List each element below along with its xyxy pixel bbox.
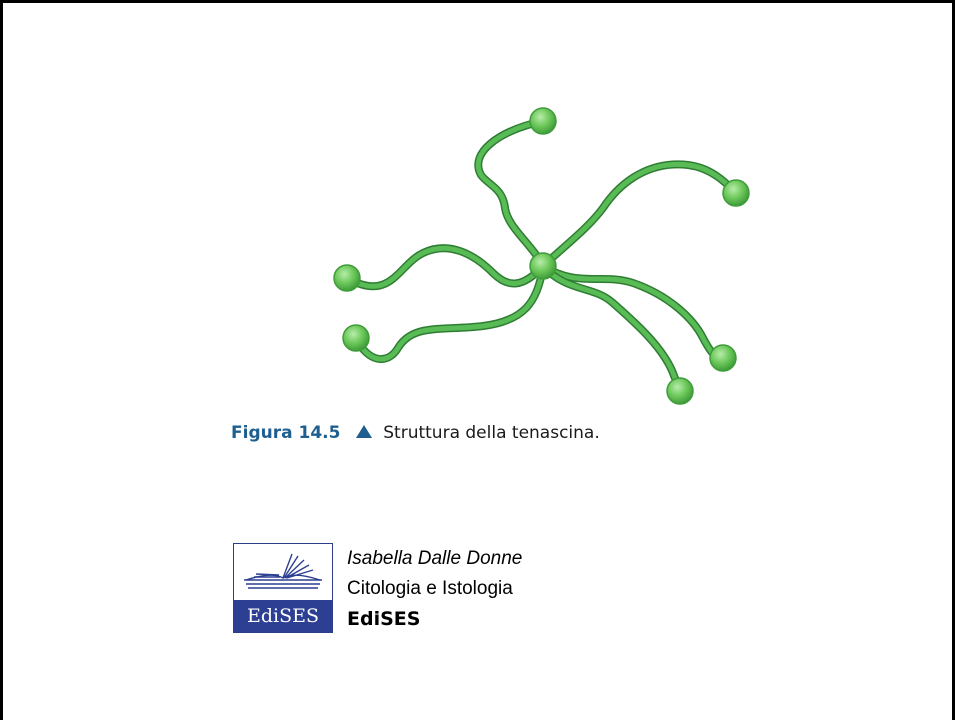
node-top [529,107,557,135]
publisher-name: EdiSES [347,608,421,630]
node-upper-right [722,179,750,207]
figure-label: Figura 14.5 [231,423,341,443]
book-title: Citologia e Istologia [347,578,513,599]
node-center [529,252,557,280]
author-name: Isabella Dalle Donne [347,548,523,569]
node-left [333,264,361,292]
tenascin-diagram [333,107,750,405]
node-bottom-right [666,377,694,405]
node-lower-left [342,324,370,352]
book-credits: Isabella Dalle Donne Citologia e Istolog… [347,544,522,634]
arm-upper-right [539,160,740,270]
logo-wordmark: EdiSES [234,600,332,632]
node-right [709,344,737,372]
arm-bottom-right [539,262,684,395]
arm-right [539,262,727,362]
arm-lower-left [352,262,547,364]
arm-left [343,244,547,291]
figure-caption: Figura 14.5 Struttura della tenascina. [231,423,600,443]
open-book-icon [244,553,322,589]
arm-top [474,117,547,270]
publisher-logo: EdiSES [233,543,333,633]
triangle-up-icon [355,425,372,438]
caption-text: Struttura della tenascina. [383,423,600,443]
